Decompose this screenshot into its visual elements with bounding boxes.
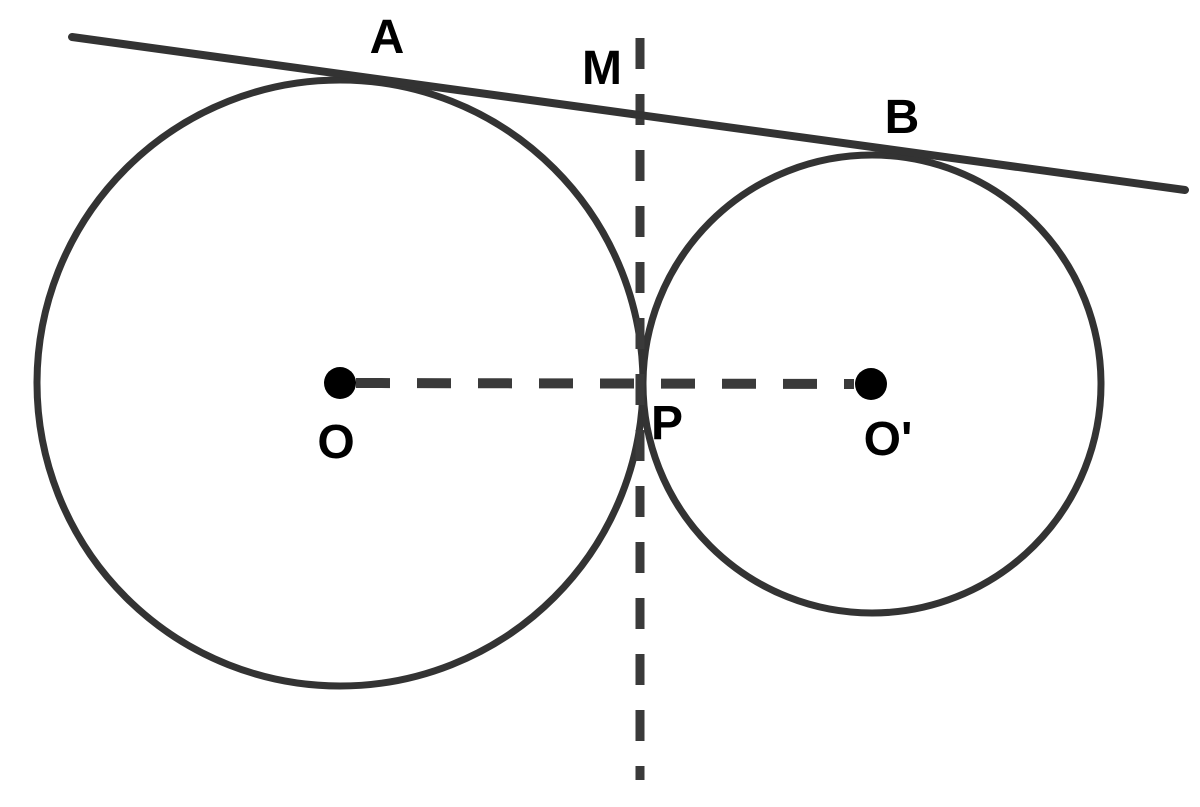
center-point-O-prime xyxy=(855,368,887,400)
label-P: P xyxy=(651,397,683,450)
label-A: A xyxy=(370,11,405,64)
label-M: M xyxy=(582,42,622,95)
external-tangent-line xyxy=(68,33,1189,194)
center-connector-dashed-line xyxy=(355,378,855,389)
label-B: B xyxy=(885,91,920,144)
center-point-O xyxy=(324,367,356,399)
label-O: O xyxy=(317,416,354,469)
label-O-prime: O' xyxy=(864,413,913,466)
